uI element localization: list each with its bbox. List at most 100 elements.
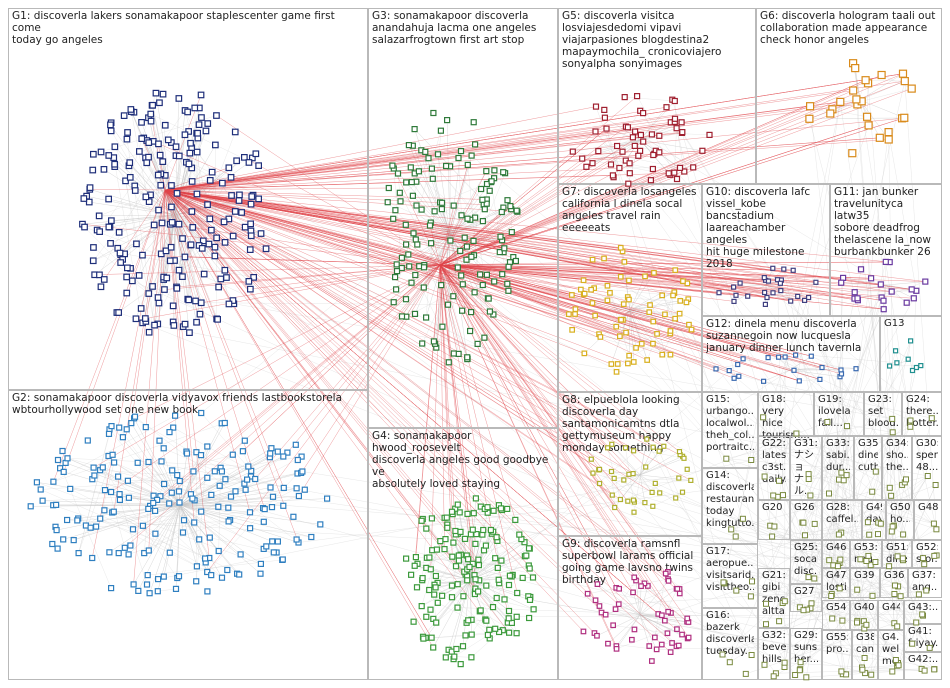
node-g3[interactable] xyxy=(392,274,399,281)
node-g46[interactable] xyxy=(837,556,844,563)
node-g22[interactable] xyxy=(780,492,786,499)
node-g2[interactable] xyxy=(232,488,239,495)
node-g1[interactable] xyxy=(123,264,131,272)
node-g1[interactable] xyxy=(179,235,186,242)
node-g1[interactable] xyxy=(147,117,155,125)
node-g3[interactable] xyxy=(485,295,492,302)
node-g3[interactable] xyxy=(397,198,404,205)
node-g12[interactable] xyxy=(796,378,802,384)
node-g3[interactable] xyxy=(468,309,475,316)
node-g2[interactable] xyxy=(202,555,209,562)
node-g4[interactable] xyxy=(428,515,435,522)
node-g1[interactable] xyxy=(156,99,163,107)
node-g2[interactable] xyxy=(63,516,71,524)
node-g7[interactable] xyxy=(672,267,679,273)
node-g7[interactable] xyxy=(588,286,595,293)
node-g27[interactable] xyxy=(808,600,815,607)
node-g25[interactable] xyxy=(811,575,818,582)
node-g25[interactable] xyxy=(805,574,812,581)
node-g4[interactable] xyxy=(483,617,490,624)
node-g3[interactable] xyxy=(464,215,471,222)
node-g11[interactable] xyxy=(888,288,895,295)
node-g2[interactable] xyxy=(143,581,151,588)
node-g4[interactable] xyxy=(523,552,530,559)
node-g2[interactable] xyxy=(139,522,146,529)
node-g1[interactable] xyxy=(181,253,189,261)
node-g7[interactable] xyxy=(680,278,686,284)
node-g31[interactable] xyxy=(807,492,814,499)
node-g9[interactable] xyxy=(594,632,600,639)
node-g6[interactable] xyxy=(875,133,884,142)
node-g3[interactable] xyxy=(463,256,470,263)
node-g2[interactable] xyxy=(225,518,232,525)
node-g2[interactable] xyxy=(27,503,34,510)
node-g4[interactable] xyxy=(465,617,472,624)
node-g10[interactable] xyxy=(788,298,794,304)
node-g4[interactable] xyxy=(420,635,427,642)
node-g6[interactable] xyxy=(826,109,835,118)
node-g8[interactable] xyxy=(631,509,637,515)
node-g9[interactable] xyxy=(661,617,668,624)
node-g2[interactable] xyxy=(130,581,137,588)
node-g5[interactable] xyxy=(665,170,672,177)
node-g16[interactable] xyxy=(719,651,726,658)
node-g5[interactable] xyxy=(690,164,697,171)
node-g1[interactable] xyxy=(217,275,225,283)
node-g32[interactable] xyxy=(781,659,788,666)
node-g1[interactable] xyxy=(115,309,123,316)
node-g1[interactable] xyxy=(197,299,205,307)
node-g45[interactable] xyxy=(895,662,902,669)
node-g2[interactable] xyxy=(252,475,259,483)
node-g1[interactable] xyxy=(115,229,123,236)
node-g5[interactable] xyxy=(706,131,713,138)
node-g1[interactable] xyxy=(193,190,201,198)
node-g2[interactable] xyxy=(158,458,165,465)
node-g5[interactable] xyxy=(631,128,639,135)
node-g1[interactable] xyxy=(185,296,193,304)
node-g2[interactable] xyxy=(246,509,254,516)
node-g6[interactable] xyxy=(907,84,916,93)
node-g8[interactable] xyxy=(644,436,650,442)
node-g50[interactable] xyxy=(888,528,895,535)
node-g52[interactable] xyxy=(931,552,938,559)
node-g9[interactable] xyxy=(602,611,609,618)
node-g3[interactable] xyxy=(389,162,396,169)
node-g1[interactable] xyxy=(241,223,249,231)
node-g1[interactable] xyxy=(100,166,108,173)
node-g3[interactable] xyxy=(500,169,507,176)
node-g3[interactable] xyxy=(430,338,437,345)
node-g4[interactable] xyxy=(506,572,513,579)
node-g4[interactable] xyxy=(455,552,462,559)
node-g2[interactable] xyxy=(298,453,305,460)
node-g4[interactable] xyxy=(529,574,537,581)
node-g4[interactable] xyxy=(433,546,440,553)
node-g1[interactable] xyxy=(111,143,119,151)
node-g11[interactable] xyxy=(922,278,929,285)
node-g4[interactable] xyxy=(442,535,449,543)
node-g1[interactable] xyxy=(262,245,270,253)
node-g17[interactable] xyxy=(749,578,755,585)
node-g42[interactable] xyxy=(931,666,938,673)
node-g32[interactable] xyxy=(770,673,777,680)
node-g53[interactable] xyxy=(857,556,864,563)
node-g8[interactable] xyxy=(676,475,682,481)
node-g6[interactable] xyxy=(884,135,893,144)
node-g5[interactable] xyxy=(579,155,586,162)
node-g2[interactable] xyxy=(215,547,222,555)
node-g9[interactable] xyxy=(630,589,636,596)
node-g2[interactable] xyxy=(74,517,81,524)
node-g1[interactable] xyxy=(164,136,172,144)
node-g13[interactable] xyxy=(905,356,911,362)
node-g1[interactable] xyxy=(187,241,195,249)
node-g1[interactable] xyxy=(206,215,214,223)
node-g16[interactable] xyxy=(726,659,733,666)
node-g5[interactable] xyxy=(629,134,637,141)
node-g1[interactable] xyxy=(257,230,265,237)
node-g3[interactable] xyxy=(402,296,410,303)
node-g1[interactable] xyxy=(205,240,213,248)
node-g2[interactable] xyxy=(129,526,137,533)
node-g2[interactable] xyxy=(257,570,264,577)
node-g1[interactable] xyxy=(155,140,162,148)
node-g9[interactable] xyxy=(612,606,619,613)
node-g9[interactable] xyxy=(580,628,587,635)
